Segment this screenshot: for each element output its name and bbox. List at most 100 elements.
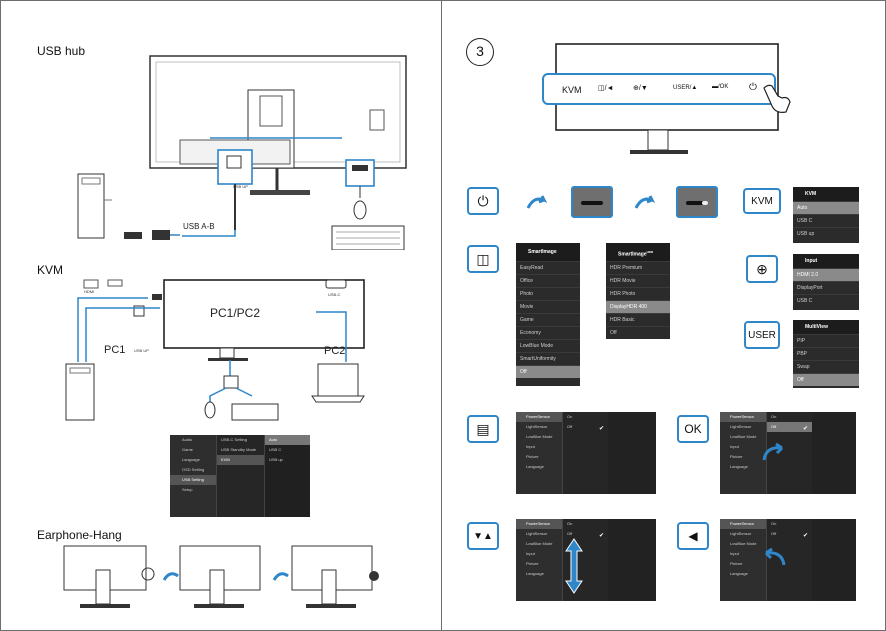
front-kvm-button[interactable]: KVM xyxy=(562,85,582,95)
osd-preview-value[interactable]: Off xyxy=(771,531,777,536)
hdr-item[interactable]: DisplayHDR 400 xyxy=(606,300,670,313)
osd-value-column: Auto USB C USB up xyxy=(264,435,310,517)
multiview-item[interactable]: PIP xyxy=(793,334,859,347)
osd-preview-item[interactable]: Language xyxy=(526,464,544,469)
smartimage-hdr-title: SmartImageHDR xyxy=(606,243,670,261)
osd-preview-value[interactable]: Off xyxy=(567,531,573,536)
osd-preview-item[interactable]: Language xyxy=(730,464,748,469)
smartimage-item[interactable]: Economy xyxy=(516,326,580,339)
input-menu-item[interactable]: USB C xyxy=(793,294,859,307)
menu-button[interactable]: ▤ xyxy=(467,415,499,443)
osd-preview-item[interactable]: PowerSensor xyxy=(720,519,766,529)
smartimage-item[interactable]: EasyRead xyxy=(516,261,580,274)
smartimage-button[interactable]: ◫ xyxy=(467,245,499,273)
osd-item[interactable]: Setup xyxy=(182,487,193,492)
osd-preview-item[interactable]: PowerSensor xyxy=(720,412,766,422)
osd-preview-list: PowerSensor LightSensor LowBlue Mode Inp… xyxy=(720,519,766,601)
osd-preview-item[interactable]: Input xyxy=(526,444,535,449)
ok-button[interactable]: OK xyxy=(677,415,709,443)
hdr-item[interactable]: HDR Photo xyxy=(606,287,670,300)
back-button[interactable]: ◀ xyxy=(677,522,709,550)
hdmi-label: HDMI xyxy=(84,289,95,294)
osd-preview-item[interactable]: Language xyxy=(526,571,544,576)
smartimage-item[interactable]: Movie xyxy=(516,300,580,313)
osd-preview-item[interactable]: Picture xyxy=(730,454,743,459)
osd-preview-value[interactable]: Off xyxy=(567,424,573,429)
kvm-illustration xyxy=(65,279,365,421)
smartimage-item[interactable]: LowBlue Mode xyxy=(516,339,580,352)
front-menu-button[interactable]: ▬/OK xyxy=(712,84,728,90)
front-input-button[interactable]: ⊕/▼ xyxy=(633,84,648,92)
cable-label: USB A-B xyxy=(183,222,215,231)
up-down-button[interactable]: ▼▲ xyxy=(467,522,499,550)
osd-preview-item[interactable]: Picture xyxy=(526,454,539,459)
multiview-menu: MultiView PIP PBP Swap Off xyxy=(793,320,859,388)
front-smartimage-button[interactable]: ◫/◄ xyxy=(598,84,614,92)
osd-preview-item[interactable]: LightSensor xyxy=(730,531,752,536)
arrow-right-icon xyxy=(526,195,548,209)
osd-item[interactable]: Language xyxy=(182,457,200,462)
kvm-menu-item[interactable]: USB up xyxy=(793,227,859,240)
osd-preview-item[interactable]: Input xyxy=(526,551,535,556)
osd-preview-item[interactable]: LowBlue Mode xyxy=(730,434,757,439)
osd-preview-item[interactable]: LightSensor xyxy=(730,424,752,429)
input-button[interactable]: ⊕ xyxy=(746,255,778,283)
osd-preview-value[interactable]: On xyxy=(771,414,777,419)
multiview-item[interactable]: Off xyxy=(793,373,859,386)
osd-preview-item[interactable]: Picture xyxy=(526,561,539,566)
osd-preview-item[interactable]: Input xyxy=(730,444,739,449)
smartimage-item[interactable]: SmartUniformity xyxy=(516,352,580,365)
osd-preview-item[interactable]: PowerSensor xyxy=(516,412,562,422)
kvm-menu-item[interactable]: Auto xyxy=(793,201,859,214)
user-button[interactable]: USER xyxy=(744,321,780,349)
front-button-text: /▼ xyxy=(638,85,648,92)
osd-item-selected[interactable]: Auto xyxy=(265,435,310,445)
hdr-title-sup: HDR xyxy=(646,250,654,254)
osd-preview-item[interactable]: LightSensor xyxy=(526,424,548,429)
hdr-item[interactable]: HDR Premium xyxy=(606,261,670,274)
osd-preview-item[interactable]: Language xyxy=(730,571,748,576)
osd-preview-item[interactable]: LowBlue Mode xyxy=(526,541,553,546)
osd-item[interactable]: Audio xyxy=(182,437,193,442)
front-user-button[interactable]: USER/▲ xyxy=(673,85,698,91)
osd-item-selected[interactable]: USB Setting xyxy=(170,475,216,485)
kvm-menu-item[interactable]: USB C xyxy=(793,214,859,227)
power-button[interactable]: ⏻ xyxy=(467,187,499,215)
osd-item[interactable]: Game xyxy=(182,447,193,452)
step-number: 3 xyxy=(466,38,494,66)
multiview-item[interactable]: Swap xyxy=(793,360,859,373)
osd-preview-item[interactable]: Picture xyxy=(730,561,743,566)
front-power-button[interactable]: ⏻ xyxy=(749,82,757,93)
osd-preview-item[interactable]: Input xyxy=(730,551,739,556)
smartimage-item[interactable]: Game xyxy=(516,313,580,326)
smartimage-item[interactable]: Off xyxy=(516,365,580,378)
osd-preview-value[interactable]: On xyxy=(567,521,573,526)
osd-item[interactable]: OSD Setting xyxy=(182,467,205,472)
osd-preview-value[interactable]: On xyxy=(771,521,777,526)
osd-preview-value[interactable]: On xyxy=(567,414,573,419)
osd-preview-item[interactable]: LowBlue Mode xyxy=(526,434,553,439)
smartimage-icon: ◫ xyxy=(476,250,490,267)
hdr-title-text: SmartImage xyxy=(618,251,647,258)
smartimage-icon: ◫ xyxy=(598,85,605,92)
osd-item[interactable]: USB Standby Mode xyxy=(221,447,257,452)
input-menu-item[interactable]: DisplayPort xyxy=(793,281,859,294)
hdr-item[interactable]: Off xyxy=(606,326,670,339)
input-menu-item[interactable]: HDMI 2.0 xyxy=(793,268,859,281)
smartimage-item[interactable]: Photo xyxy=(516,287,580,300)
osd-item[interactable]: USB up xyxy=(269,457,283,462)
osd-preview-item[interactable]: LowBlue Mode xyxy=(730,541,757,546)
input-menu: Input HDMI 2.0 DisplayPort USB C xyxy=(793,254,859,310)
front-button-bar xyxy=(542,73,776,105)
smartimage-item[interactable]: Office xyxy=(516,274,580,287)
hdr-item[interactable]: HDR Basic xyxy=(606,313,670,326)
osd-preview-item[interactable]: PowerSensor xyxy=(516,519,562,529)
osd-preview-item[interactable]: LightSensor xyxy=(526,531,548,536)
hdr-item[interactable]: HDR Movie xyxy=(606,274,670,287)
osd-preview-value[interactable]: Off xyxy=(767,422,812,432)
kvm-button[interactable]: KVM xyxy=(743,188,781,214)
osd-item[interactable]: USB-C Setting xyxy=(221,437,248,442)
multiview-item[interactable]: PBP xyxy=(793,347,859,360)
osd-item[interactable]: USB C xyxy=(269,447,282,452)
osd-item-selected[interactable]: KVM xyxy=(217,455,264,465)
